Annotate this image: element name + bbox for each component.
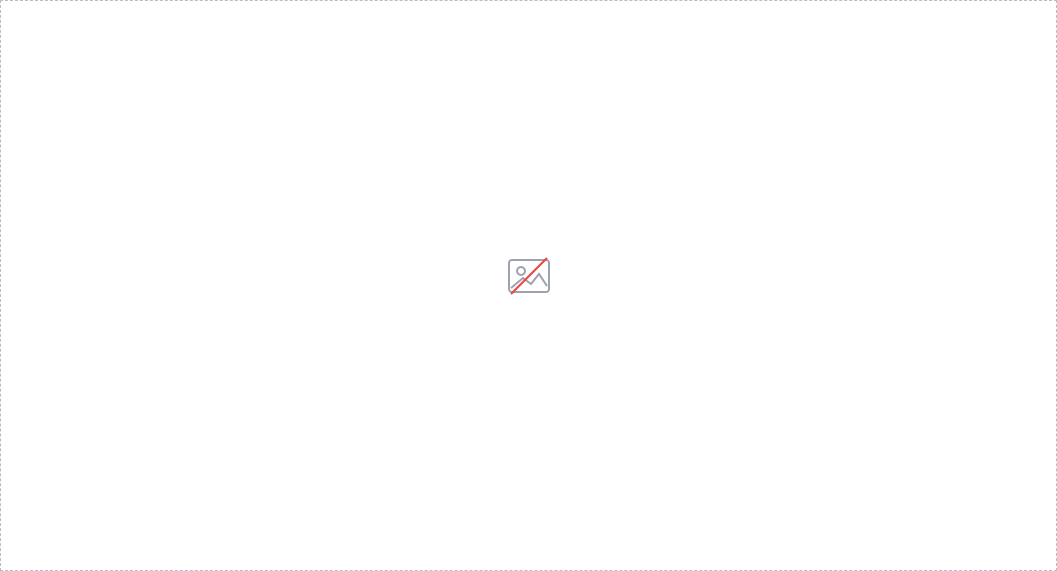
image-missing-icon xyxy=(505,252,553,300)
placeholder-notice xyxy=(481,228,577,344)
